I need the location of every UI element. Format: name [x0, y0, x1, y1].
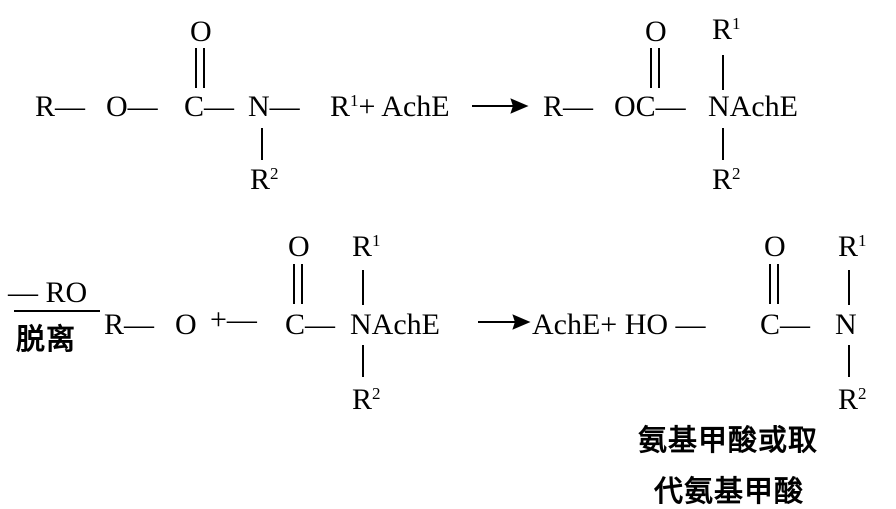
r1-group: R1	[712, 13, 741, 46]
carbonyl-oxygen: O	[288, 230, 310, 263]
nitrogen-enzyme: NAchE	[708, 90, 798, 123]
carbonyl-carbon: C—	[760, 308, 811, 341]
nitrogen: N	[835, 308, 857, 341]
product-caption-line2: 代氨基甲酸	[654, 474, 805, 508]
leaving-label: 脱离	[16, 322, 77, 356]
bond-line	[722, 55, 724, 90]
bond-line	[848, 270, 850, 305]
arrow-icon	[472, 98, 529, 114]
r2-group: R2	[250, 163, 279, 196]
bond-line	[362, 270, 364, 305]
r2-group: R2	[838, 383, 867, 416]
nitrogen-enzyme: NAchE	[350, 308, 440, 341]
double-bond-line	[769, 264, 771, 304]
r-group: R—	[104, 308, 155, 341]
carbonyl-carbon: C—	[184, 90, 235, 123]
oxygen: O	[175, 308, 197, 341]
double-bond-line	[658, 48, 660, 88]
double-bond-line	[301, 264, 303, 304]
bond-line	[722, 128, 724, 160]
carbonyl-oxygen: O	[190, 15, 212, 48]
bond-line	[261, 128, 263, 160]
double-bond-line	[195, 48, 197, 88]
ester-oc: OC—	[614, 90, 686, 123]
leaving-group: — RO	[8, 276, 88, 309]
r2-group: R2	[712, 163, 741, 196]
r2-group: R2	[352, 383, 381, 416]
nitrogen: N—	[248, 90, 300, 123]
bond-line	[848, 345, 850, 377]
carbonyl-carbon: C—	[285, 308, 336, 341]
double-bond-line	[777, 264, 779, 304]
r1-group: R1	[352, 230, 381, 263]
ester-oxygen: O—	[106, 90, 158, 123]
carbonyl-oxygen: O	[764, 230, 786, 263]
double-bond-line	[203, 48, 205, 88]
double-bond-line	[293, 264, 295, 304]
enzyme-hydroxyl: AchE+ HO —	[532, 308, 706, 341]
r-group: R—	[543, 90, 594, 123]
bond-line	[362, 345, 364, 377]
arrow-line	[14, 310, 100, 312]
r1-group: R1	[838, 230, 867, 263]
arrow-icon	[478, 314, 531, 330]
r-group: R—	[35, 90, 86, 123]
double-bond-line	[650, 48, 652, 88]
carbonyl-oxygen: O	[645, 15, 667, 48]
plus-bond: +—	[210, 303, 257, 336]
product-caption-line1: 氨基甲酸或取	[638, 423, 819, 457]
r1-group: R1+ AchE	[330, 90, 450, 123]
